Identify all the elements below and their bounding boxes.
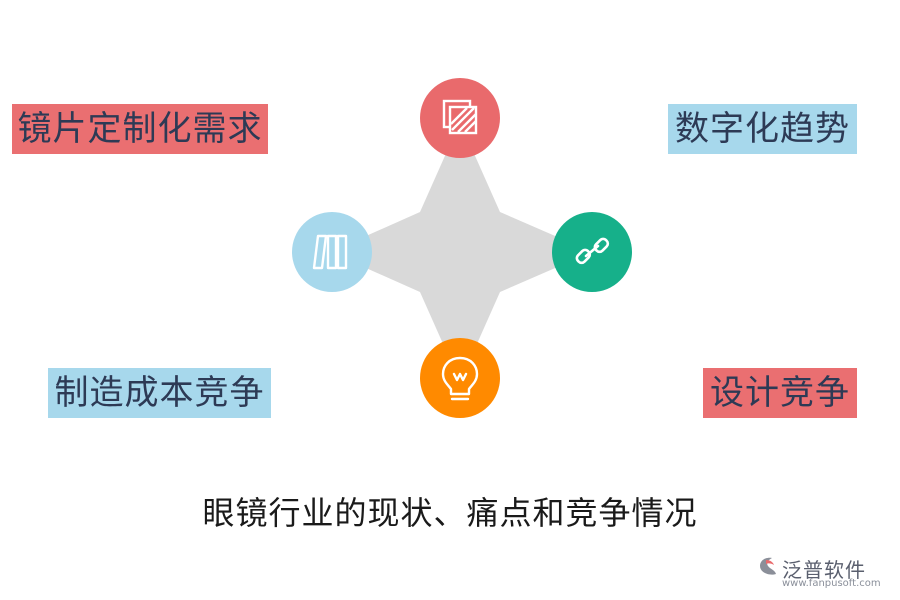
label-digital-trend: 数字化趋势 bbox=[668, 104, 857, 154]
label-text: 设计竞争 bbox=[710, 373, 850, 413]
book-columns-icon bbox=[312, 234, 348, 270]
node-left bbox=[292, 212, 372, 292]
four-point-star bbox=[330, 122, 592, 382]
lightbulb-icon bbox=[441, 356, 479, 401]
hatched-square-icon bbox=[442, 99, 478, 135]
watermark-brand: 泛普软件 bbox=[782, 558, 866, 582]
caption: 眼镜行业的现状、痛点和竞争情况 bbox=[202, 494, 698, 532]
label-design-competition: 设计竞争 bbox=[703, 368, 857, 418]
node-right bbox=[552, 212, 632, 292]
label-text: 制造成本竞争 bbox=[54, 373, 265, 413]
link-icon bbox=[575, 237, 610, 265]
watermark-url: www.fanpusoft.com bbox=[782, 578, 881, 589]
brand-logo-icon bbox=[760, 557, 776, 575]
label-text: 数字化趋势 bbox=[675, 109, 850, 149]
label-custom-lens-demand: 镜片定制化需求 bbox=[12, 104, 268, 154]
node-bottom bbox=[420, 338, 500, 418]
watermark-logo: 泛普软件 www.fanpusoft.com bbox=[752, 550, 892, 596]
label-manufacturing-cost-competition: 制造成本竞争 bbox=[48, 368, 271, 418]
label-text: 镜片定制化需求 bbox=[17, 109, 263, 149]
node-top bbox=[420, 78, 500, 158]
